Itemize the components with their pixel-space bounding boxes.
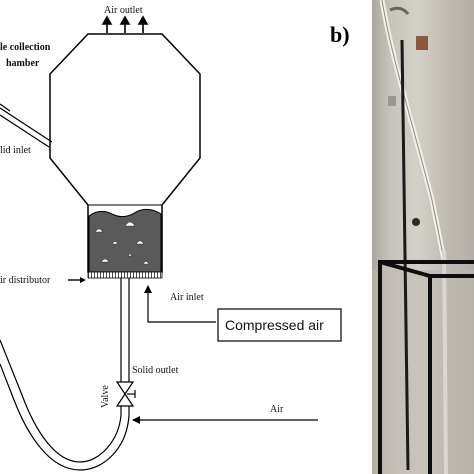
- return-pipe: [0, 339, 130, 471]
- air-inlet-line: [147, 289, 216, 323]
- solid-inlet-pipe: [0, 103, 53, 148]
- compressed-air-box: [217, 308, 342, 342]
- particle-bed: [88, 208, 162, 273]
- apparatus-photo: [372, 0, 474, 474]
- schematic-svg: Air outlet ir distributor: [0, 5, 342, 471]
- collection-chamber-label-line1: le collection: [0, 42, 51, 53]
- photo-illustration: [372, 0, 474, 474]
- air-line-arrowhead: [132, 416, 140, 424]
- valve-label: Valve: [100, 385, 111, 408]
- collection-chamber-label-line2: hamber: [6, 58, 40, 69]
- air-distributor-pointer: [68, 277, 86, 283]
- schematic-diagram-panel: Air outlet ir distributor: [0, 5, 342, 471]
- air-inlet-label: Air inlet: [170, 292, 204, 303]
- air-label: Air: [270, 404, 284, 415]
- panel-label-b: b): [330, 22, 350, 47]
- solid-outlet-label: Solid outlet: [132, 365, 179, 376]
- air-outlet-label: Air outlet: [104, 5, 143, 16]
- solid-inlet-label: lid inlet: [0, 145, 31, 156]
- air-distributor-label: ir distributor: [0, 275, 51, 286]
- air-distributor: [87, 271, 163, 279]
- compressed-air-label: Compressed air: [225, 317, 324, 333]
- collection-chamber-outline: [49, 33, 201, 273]
- solid-outlet-pipe: [120, 278, 130, 382]
- air-inlet-arrowhead: [144, 285, 152, 293]
- air-outlet-arrows: [101, 15, 149, 33]
- valve-icon: [115, 381, 136, 407]
- bed-bubbles: [94, 221, 150, 265]
